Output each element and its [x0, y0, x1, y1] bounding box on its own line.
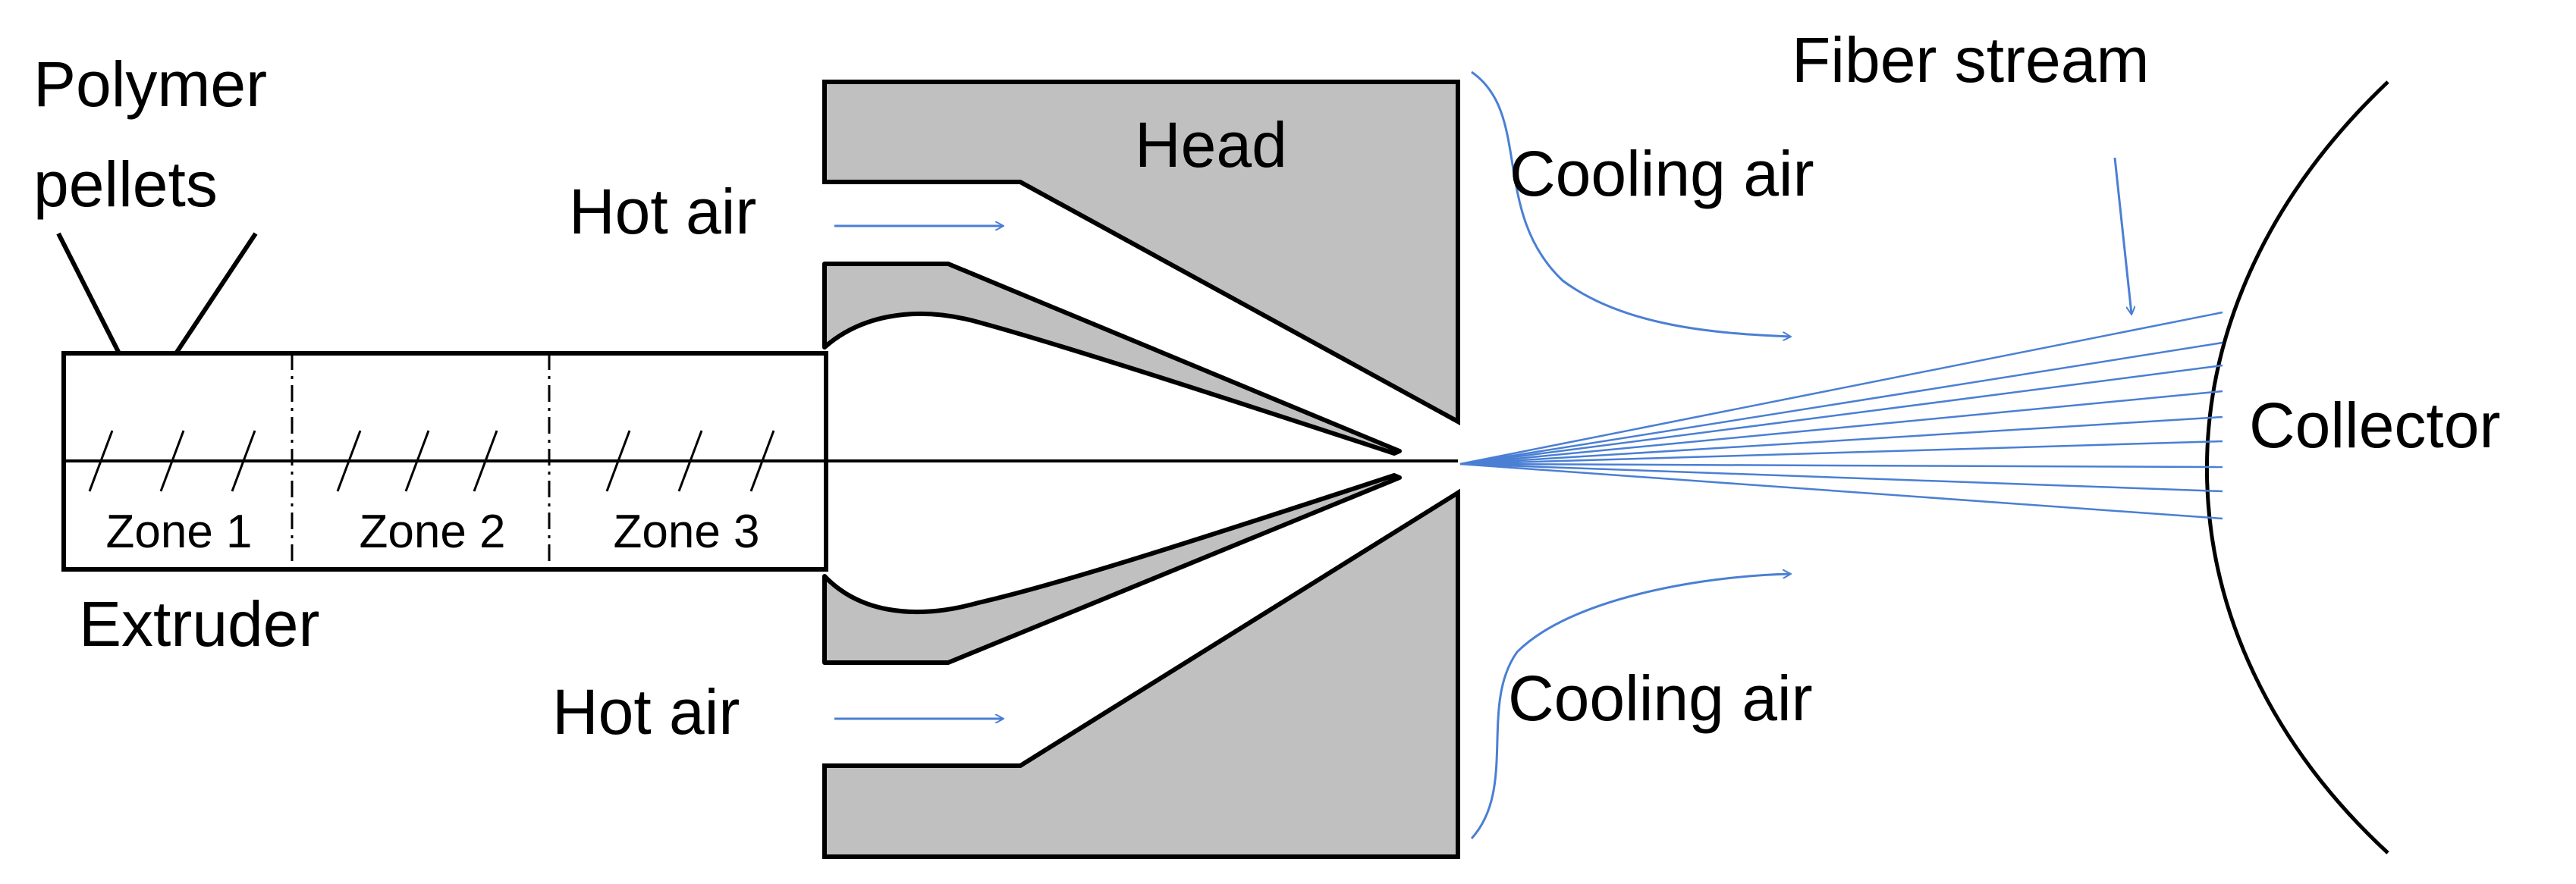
- zone-3-label: Zone 3: [613, 506, 759, 558]
- screw-flights: [88, 430, 775, 492]
- airflow-arrows: [834, 71, 2131, 840]
- polymer-pellets-label-line2: pellets: [33, 149, 218, 220]
- head-lower-block: [822, 488, 1460, 859]
- head-upper-block: [822, 80, 1460, 426]
- extruder-label: Extruder: [79, 588, 319, 660]
- labels: Polymer pellets Zone 1 Zone 2 Zone 3 Ext…: [33, 24, 2500, 748]
- hot-air-top-label: Hot air: [569, 176, 756, 247]
- polymer-pellets-label-line1: Polymer: [33, 49, 267, 120]
- nozzle-lower-wall: [822, 473, 1402, 665]
- cooling-air-bottom-arrow: [1470, 574, 1790, 840]
- zone-1-label: Zone 1: [105, 506, 252, 558]
- cooling-air-bottom-label: Cooling air: [1508, 663, 1813, 734]
- hopper-right-wall: [174, 232, 258, 355]
- fiber-stream: [1459, 311, 2223, 520]
- zone-2-label: Zone 2: [359, 506, 505, 558]
- cooling-air-top-arrow: [1471, 71, 1790, 337]
- hopper-left-wall: [56, 232, 121, 355]
- fiber-stream-label: Fiber stream: [1792, 24, 2149, 96]
- fiber-stream-pointer: [2113, 157, 2131, 314]
- collector-label: Collector: [2249, 390, 2500, 461]
- nozzle-upper-wall: [822, 262, 1402, 456]
- collector-drum: [2205, 80, 2389, 854]
- hot-air-bottom-label: Hot air: [552, 676, 740, 748]
- die-head: [822, 80, 1460, 859]
- extruder: [56, 232, 1458, 572]
- cooling-air-top-label: Cooling air: [1509, 138, 1814, 209]
- head-label: Head: [1135, 109, 1287, 180]
